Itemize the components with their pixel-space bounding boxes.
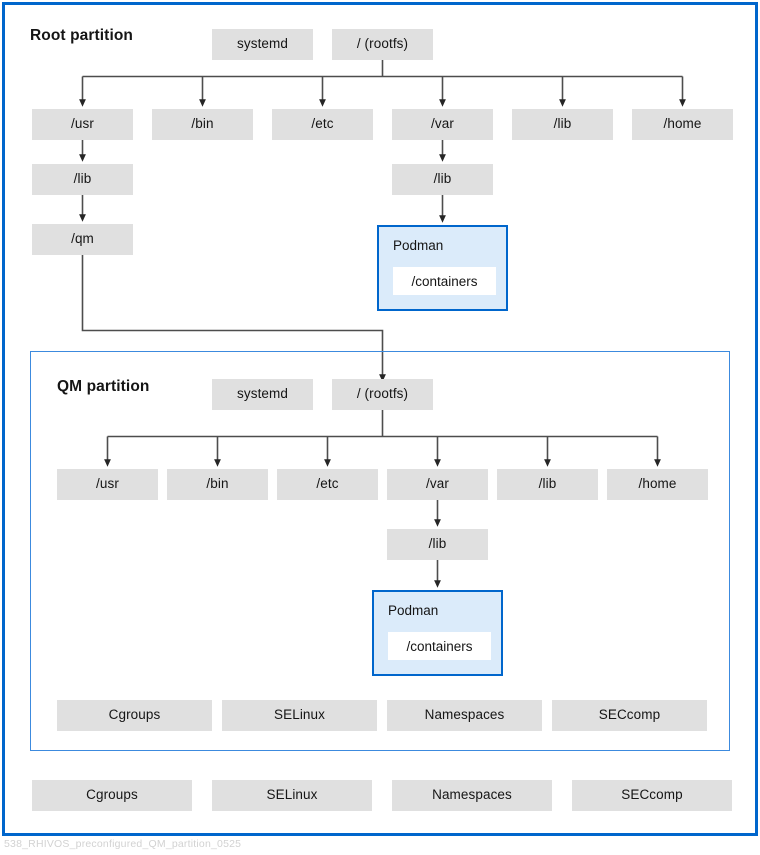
qm-feature-namespaces[interactable]: Namespaces bbox=[387, 700, 542, 731]
root-node-qm[interactable]: /qm bbox=[32, 224, 133, 255]
root-node-var-lib[interactable]: /lib bbox=[392, 164, 493, 195]
qm-feature-selinux[interactable]: SELinux bbox=[222, 700, 377, 731]
root-podman-containers[interactable]: /containers bbox=[393, 267, 496, 295]
host-feature-cgroups[interactable]: Cgroups bbox=[32, 780, 192, 811]
qm-node-var[interactable]: /var bbox=[387, 469, 488, 500]
qm-podman-containers[interactable]: /containers bbox=[388, 632, 491, 660]
root-node-var[interactable]: /var bbox=[392, 109, 493, 140]
qm-partition-title: QM partition bbox=[57, 378, 150, 395]
root-node-systemd[interactable]: systemd bbox=[212, 29, 313, 60]
diagram-frame bbox=[2, 2, 758, 836]
qm-node-var-lib[interactable]: /lib bbox=[387, 529, 488, 560]
root-node-lib[interactable]: /lib bbox=[512, 109, 613, 140]
host-feature-seccomp[interactable]: SECcomp bbox=[572, 780, 732, 811]
qm-node-etc[interactable]: /etc bbox=[277, 469, 378, 500]
qm-podman-label: Podman bbox=[388, 603, 439, 618]
root-node-bin[interactable]: /bin bbox=[152, 109, 253, 140]
root-node-usr[interactable]: /usr bbox=[32, 109, 133, 140]
root-podman-label: Podman bbox=[393, 238, 444, 253]
qm-partition-container bbox=[30, 351, 730, 751]
root-node-etc[interactable]: /etc bbox=[272, 109, 373, 140]
root-podman-box[interactable]: Podman /containers bbox=[377, 225, 508, 311]
qm-node-systemd[interactable]: systemd bbox=[212, 379, 313, 410]
qm-node-rootfs[interactable]: / (rootfs) bbox=[332, 379, 433, 410]
qm-node-usr[interactable]: /usr bbox=[57, 469, 158, 500]
qm-feature-cgroups[interactable]: Cgroups bbox=[57, 700, 212, 731]
qm-feature-seccomp[interactable]: SECcomp bbox=[552, 700, 707, 731]
root-node-home[interactable]: /home bbox=[632, 109, 733, 140]
qm-podman-box[interactable]: Podman /containers bbox=[372, 590, 503, 676]
host-feature-namespaces[interactable]: Namespaces bbox=[392, 780, 552, 811]
root-partition-title: Root partition bbox=[30, 27, 133, 44]
figure-caption: 538_RHIVOS_preconfigured_QM_partition_05… bbox=[4, 838, 242, 850]
qm-node-bin[interactable]: /bin bbox=[167, 469, 268, 500]
qm-node-home[interactable]: /home bbox=[607, 469, 708, 500]
qm-node-lib[interactable]: /lib bbox=[497, 469, 598, 500]
root-node-usr-lib[interactable]: /lib bbox=[32, 164, 133, 195]
host-feature-selinux[interactable]: SELinux bbox=[212, 780, 372, 811]
root-node-rootfs[interactable]: / (rootfs) bbox=[332, 29, 433, 60]
